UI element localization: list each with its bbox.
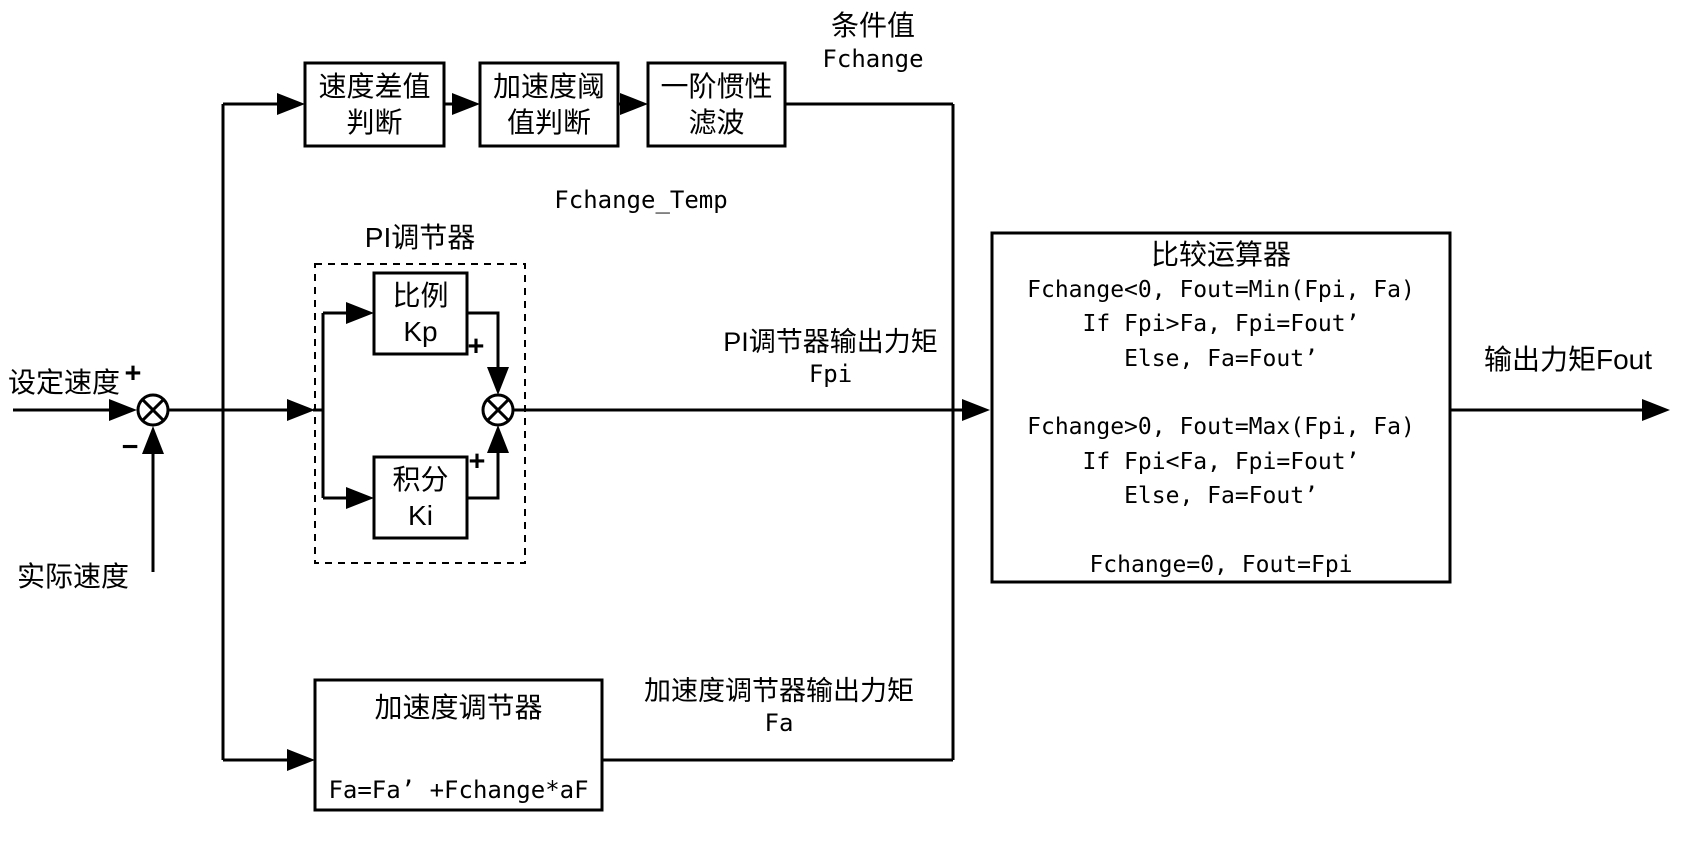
speed-diff-line1: 速度差值 <box>318 70 431 102</box>
error-summing-junction <box>136 393 170 427</box>
comparator-rule-neg-if: If Fpi>Fa, Fpi=Fout’ <box>1082 311 1360 338</box>
comparator-rule-zero: Fchange=0, Fout=Fpi <box>1089 551 1353 578</box>
ki-line1: 积分 <box>392 463 449 495</box>
accel-threshold-line2: 值判断 <box>506 106 591 138</box>
pi-output-torque-label: PI调节器输出力矩 Fpi <box>708 324 953 390</box>
condition-value-label: 条件值 Fchange <box>763 6 983 76</box>
comparator-rule-neg-else: Else, Fa=Fout’ <box>1124 345 1318 372</box>
speed-diff-line2: 判断 <box>346 106 403 138</box>
filter-line1: 一阶惯性 <box>660 70 773 102</box>
pi-output-torque-text: PI调节器输出力矩 <box>723 326 938 357</box>
kp-line2: Kp <box>403 315 438 347</box>
kp-output-line <box>467 311 500 369</box>
comparator-blank-row <box>992 513 1450 547</box>
comparator-rule-pos-if: If Fpi<Fa, Fpi=Fout’ <box>1082 448 1360 475</box>
comparator-blank-row <box>992 376 1450 410</box>
arrowhead-into-sum-top <box>487 367 509 395</box>
arrowhead-into-sum-bottom <box>487 425 509 453</box>
kp-box-label: 比例 Kp <box>374 273 467 354</box>
arrowhead-into-speed-diff <box>277 93 305 115</box>
set-speed-label: 设定速度 <box>8 367 121 398</box>
condition-value-text: 条件值 <box>830 10 915 41</box>
pi-summing-junction <box>481 393 515 427</box>
accel-threshold-line1: 加速度阈 <box>492 70 605 102</box>
arrowhead-into-comparator <box>962 399 990 421</box>
accel-regulator-box <box>313 678 604 812</box>
filter-line2: 滤波 <box>688 106 745 138</box>
arrowhead-feedback-up <box>142 426 164 454</box>
ki-line2: Ki <box>408 499 433 531</box>
speed-diff-box-label: 速度差值 判断 <box>305 63 444 146</box>
ki-output-line <box>467 451 500 500</box>
output-torque-label: 输出力矩Fout <box>1483 344 1653 375</box>
arrowhead-into-filter <box>620 93 648 115</box>
comparator-rule-neg: Fchange<0, Fout=Min(Fpi, Fa) <box>1027 277 1415 304</box>
arrowhead-into-ki <box>346 487 374 509</box>
pi-regulator-label: PI调节器 <box>364 222 476 253</box>
arrowhead-into-accel-regulator <box>287 749 315 771</box>
comparator-rule-pos-else: Else, Fa=Fout’ <box>1124 483 1318 510</box>
ki-box-label: 积分 Ki <box>374 457 467 538</box>
first-order-filter-box-label: 一阶惯性 滤波 <box>648 63 785 146</box>
arrowhead-into-kp <box>346 302 374 324</box>
minus-sign-feedback: − <box>121 430 139 462</box>
fpi-signal-name: Fpi <box>808 359 853 388</box>
plus-sign-setpoint: + <box>124 356 142 388</box>
arrowhead-into-pi-block <box>287 399 315 421</box>
arrowhead-into-error-junction <box>109 399 137 421</box>
accel-regulator-formula: Fa=Fa’ +Fchange*aF <box>328 776 589 804</box>
arrowhead-output <box>1642 399 1670 421</box>
fa-signal-name: Fa <box>764 708 794 737</box>
kp-line1: 比例 <box>392 279 449 311</box>
fchange-temp-label: Fchange_Temp <box>554 186 728 214</box>
comparator-box <box>990 231 1452 584</box>
accel-output-torque-label: 加速度调节器输出力矩 Fa <box>640 674 918 738</box>
pi-regulator-dashed-box <box>314 263 526 564</box>
accel-output-torque-text: 加速度调节器输出力矩 <box>644 675 914 706</box>
comparator-title: 比较运算器 <box>1150 239 1291 270</box>
accel-threshold-box-label: 加速度阈 值判断 <box>480 63 618 146</box>
actual-speed-label: 实际速度 <box>16 561 129 592</box>
plus-sign-kp: + <box>467 329 485 361</box>
comparator-content: 比较运算器 Fchange<0, Fout=Min(Fpi, Fa) If Fp… <box>992 233 1450 582</box>
arrowhead-into-accel-threshold <box>452 93 480 115</box>
accel-regulator-title: 加速度调节器 <box>374 692 543 723</box>
comparator-rule-pos: Fchange>0, Fout=Max(Fpi, Fa) <box>1027 414 1415 441</box>
plus-sign-ki: + <box>468 444 486 476</box>
fchange-signal-name: Fchange <box>822 45 924 73</box>
